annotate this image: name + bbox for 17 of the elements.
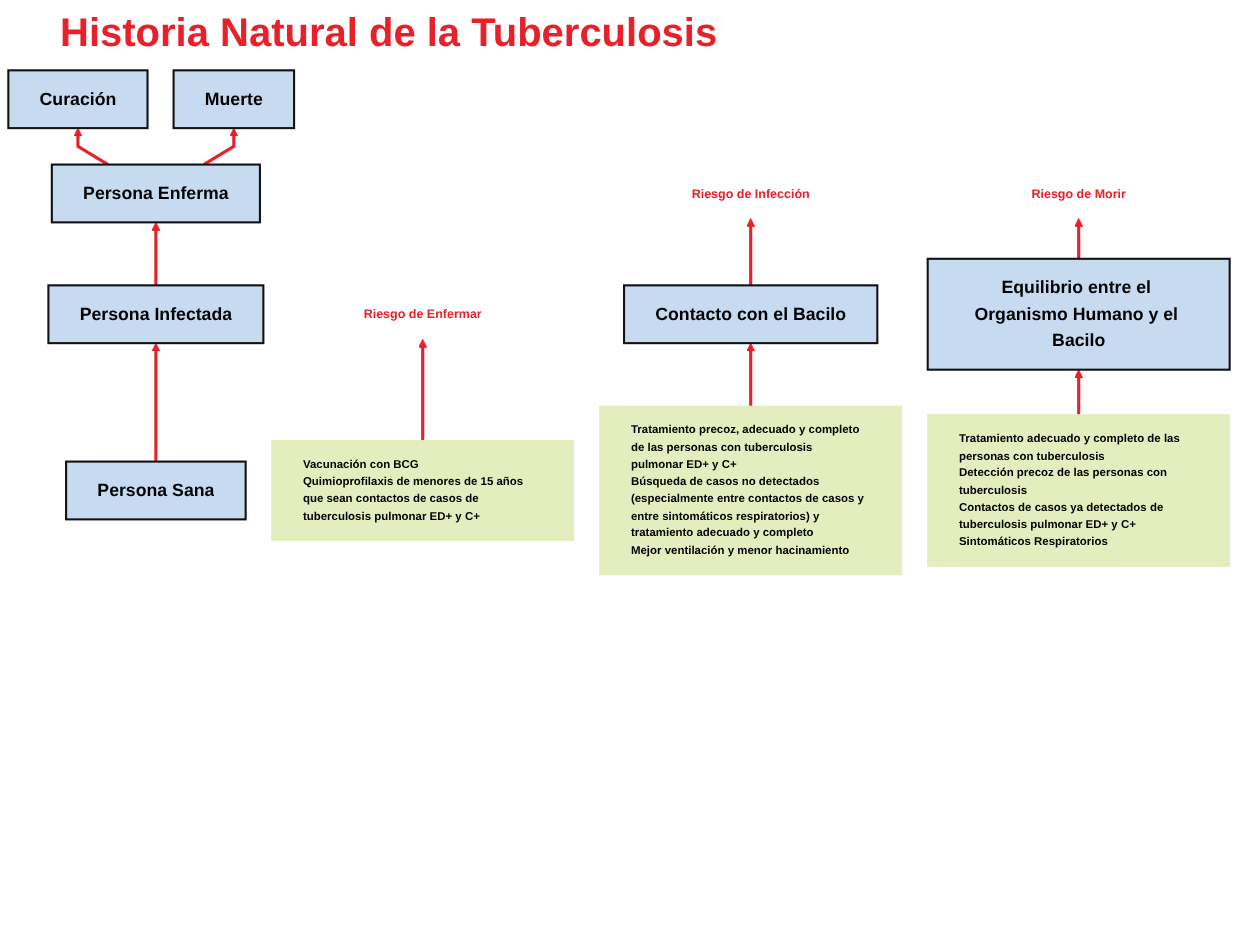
node-box: Persona Infectada xyxy=(47,284,265,345)
node-box: Equilibrio entre el Organismo Humano y el Bacilo xyxy=(926,257,1231,371)
node-box: Curación xyxy=(7,69,149,130)
node-box: Persona Enferma xyxy=(50,163,261,224)
node-box: Muerte xyxy=(172,69,296,130)
arrow xyxy=(746,342,756,407)
arrow xyxy=(202,127,239,166)
arrow xyxy=(1074,369,1084,415)
arrow xyxy=(418,338,428,441)
arrow xyxy=(73,127,109,166)
arrow xyxy=(1074,218,1084,259)
diagram-title: Historia Natural de la Tuberculosis xyxy=(60,12,718,58)
arrow xyxy=(151,221,161,286)
node-box: Persona Sana xyxy=(65,460,247,521)
arrow xyxy=(746,218,756,286)
arrow xyxy=(151,342,161,462)
node-box: Contacto con el Bacilo xyxy=(623,284,879,345)
